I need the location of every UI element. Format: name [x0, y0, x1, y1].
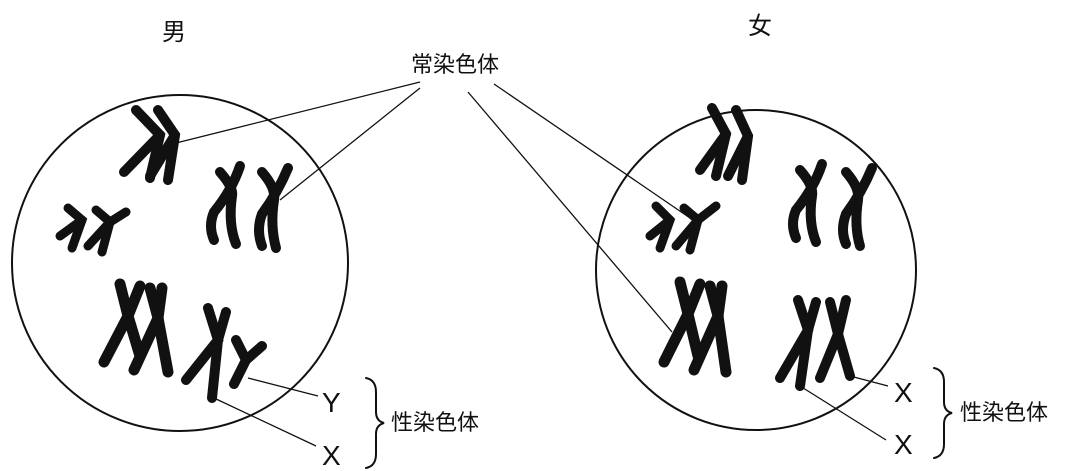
chromosome	[215, 167, 241, 249]
chromosome	[55, 215, 87, 241]
female-cell	[595, 109, 917, 431]
autosome-label: 常染色体	[411, 53, 499, 78]
female-pair-1	[695, 103, 754, 185]
male-pair-4	[98, 278, 174, 378]
male-pair-2	[55, 203, 131, 257]
female-x1-leader	[849, 375, 889, 387]
autosome-leader-female-1	[493, 83, 691, 219]
chromosome	[152, 282, 174, 378]
chromosome	[83, 207, 131, 251]
chromosome	[119, 130, 165, 177]
female-sex-brace	[933, 367, 953, 459]
autosome-leader-male-2	[279, 87, 421, 201]
chromosome	[832, 295, 855, 381]
male-y-leader	[247, 377, 319, 397]
male-pair-3	[206, 161, 293, 253]
female-pair-2	[645, 201, 721, 255]
male-sex-label: 性染色体	[391, 411, 479, 436]
male-sex-brace	[365, 377, 385, 469]
male-x-leader	[213, 397, 317, 447]
chromosome	[838, 163, 877, 249]
male-sex-pair	[181, 303, 267, 403]
male-cell	[11, 94, 349, 432]
chromosome	[682, 278, 706, 362]
chromosome	[695, 129, 731, 175]
chromosome	[241, 341, 267, 365]
female-pair-3	[788, 159, 877, 251]
chromosome	[671, 201, 721, 251]
chromosome	[723, 131, 753, 181]
chromosome	[145, 130, 180, 181]
female-sex-label: 性染色体	[960, 401, 1048, 426]
male-x-label: X	[322, 440, 341, 471]
male-pair-1	[119, 105, 181, 185]
female-sex-pair	[775, 295, 855, 391]
female-x2-leader	[799, 385, 887, 441]
female-x1-label: X	[894, 377, 913, 408]
male-title: 男	[162, 18, 186, 46]
chromosome	[207, 307, 231, 403]
chromosome	[645, 215, 675, 241]
chromosome	[122, 280, 146, 362]
female-x2-label: X	[894, 429, 913, 460]
autosome-leader-female-2	[467, 91, 673, 333]
chromosome	[206, 161, 245, 245]
male-y-label: Y	[322, 387, 341, 418]
autosome-leader-male-1	[167, 81, 421, 146]
chromosome	[254, 163, 293, 251]
female-pair-4	[658, 276, 732, 378]
chromosome	[788, 159, 827, 243]
chromosome	[795, 297, 821, 391]
chromosome	[712, 280, 732, 378]
female-title: 女	[748, 12, 772, 40]
